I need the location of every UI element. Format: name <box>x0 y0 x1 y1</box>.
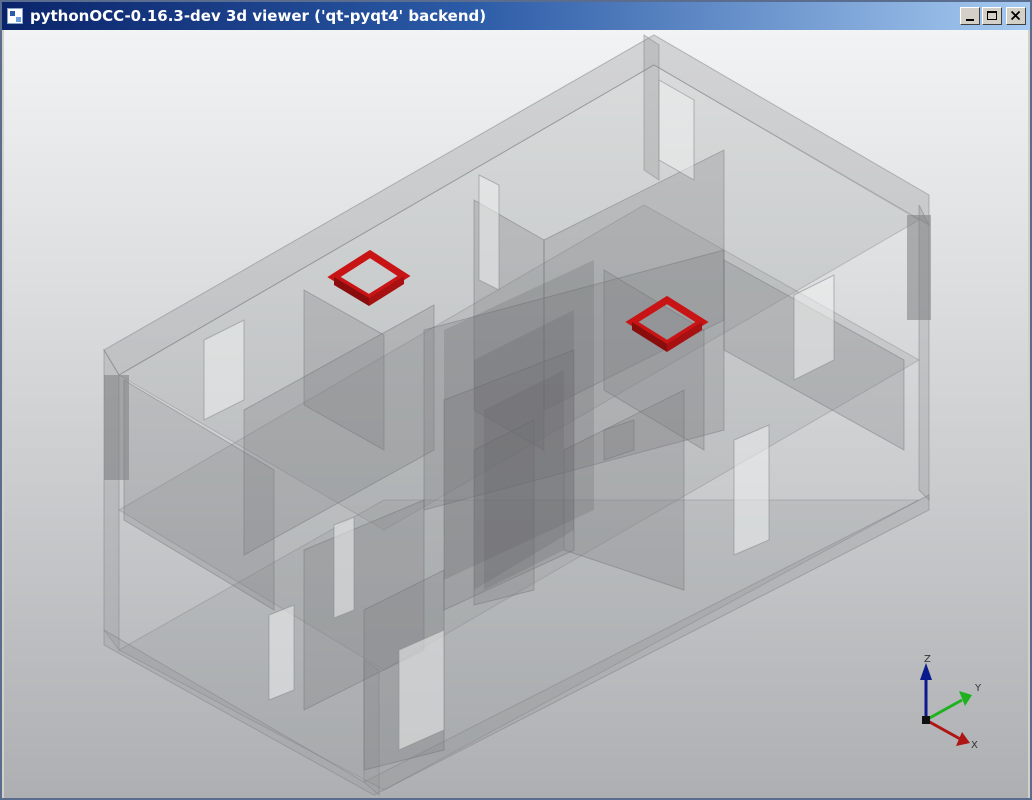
skylight <box>625 295 709 352</box>
minimize-icon <box>966 19 974 21</box>
app-icon[interactable] <box>7 8 23 24</box>
stair-core <box>444 260 594 590</box>
title-bar[interactable]: pythonOCC-0.16.3-dev 3d viewer ('qt-pyqt… <box>2 2 1030 30</box>
close-button[interactable] <box>1006 7 1026 25</box>
axis-triad: Z Y X <box>920 654 982 751</box>
gable-ends <box>104 215 931 480</box>
x-axis-arrow-icon <box>956 732 970 746</box>
x-axis-line <box>925 718 963 742</box>
triad-origin <box>922 716 930 724</box>
maximize-icon <box>987 11 997 20</box>
house-model: Z Y X <box>103 34 982 797</box>
3d-viewport[interactable]: Z Y X <box>4 30 1028 798</box>
floor-slabs <box>117 64 921 791</box>
window-openings <box>203 79 835 751</box>
maximize-button[interactable] <box>982 7 1002 25</box>
window-title: pythonOCC-0.16.3-dev 3d viewer ('qt-pyqt… <box>30 7 487 25</box>
z-axis-label: Z <box>924 654 931 665</box>
minimize-button[interactable] <box>960 7 980 25</box>
window-controls <box>960 7 1026 25</box>
y-axis-arrow-icon <box>959 691 972 706</box>
x-axis-label: X <box>971 740 978 751</box>
z-axis-arrow-icon <box>920 663 932 680</box>
skylight <box>327 249 411 306</box>
y-axis-label: Y <box>974 683 982 694</box>
close-icon <box>1010 10 1021 21</box>
y-axis-line <box>925 698 963 722</box>
